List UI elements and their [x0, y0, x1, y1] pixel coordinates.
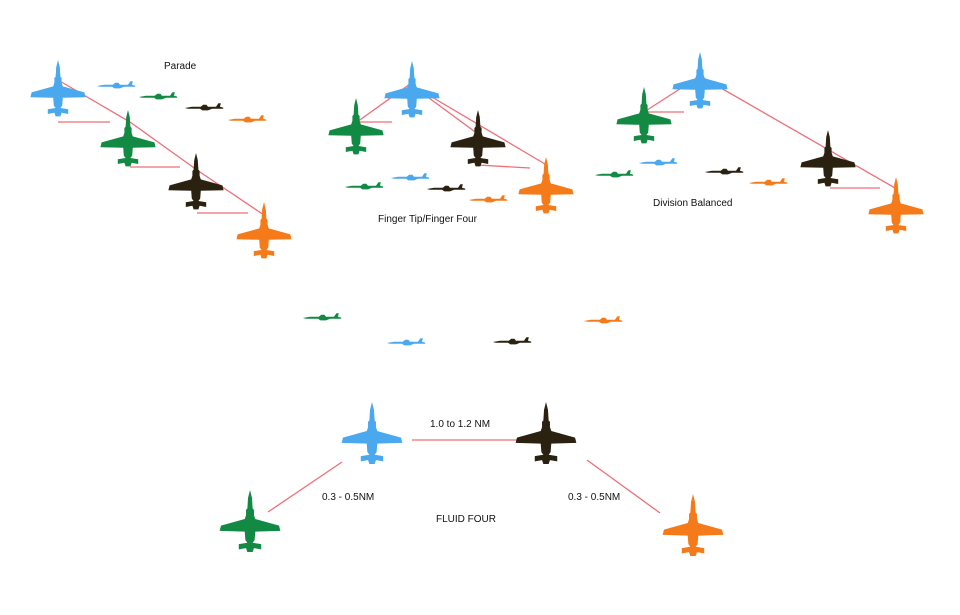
parade-element-wing-jet-icon: [236, 202, 292, 259]
finger-tip-side-view-jet-icon: [426, 184, 466, 192]
parade-side-view-jet-icon: [96, 81, 136, 89]
parade-connector: [57, 79, 131, 123]
fluid-four-side-view-jet-icon: [386, 338, 426, 346]
fluid-four-connector: [586, 459, 661, 514]
division-lead-jet-icon: [672, 52, 728, 109]
parade-side-view-jet-icon: [227, 115, 267, 123]
division-side-view-jet-icon: [594, 170, 634, 178]
parade-connector: [129, 121, 198, 171]
fluid-four-side-view-jet-icon: [492, 337, 532, 345]
finger-tip-side-view-jet-icon: [344, 182, 384, 190]
fluid-four-element-wing-jet-icon: [662, 494, 724, 557]
division-wing-jet-icon: [616, 87, 672, 144]
finger-tip-side-view-jet-icon: [390, 173, 430, 181]
spacing-right-wing-label: 0.3 - 0.5NM: [568, 492, 621, 503]
parade-side-view-jet-icon: [138, 92, 178, 100]
division-element-wing-jet-icon: [868, 177, 924, 234]
fluid-four-lead-jet-icon: [341, 402, 403, 465]
finger-tip-label: Finger Tip/Finger Four: [378, 214, 477, 225]
division-balanced-label: Division Balanced: [653, 198, 733, 209]
parade-connector: [196, 169, 265, 216]
division-side-view-jet-icon: [638, 158, 678, 166]
finger-tip-element-lead-jet-icon: [450, 110, 506, 167]
parade-element-lead-jet-icon: [168, 153, 224, 210]
division-side-view-jet-icon: [704, 167, 744, 175]
parade-label: Parade: [164, 61, 197, 72]
fluid-four-label: FLUID FOUR: [436, 514, 496, 525]
spacing-lead-pair-label: 1.0 to 1.2 NM: [430, 419, 491, 430]
finger-tip-connector: [477, 164, 531, 169]
division-side-view-jet-icon: [748, 178, 788, 186]
finger-tip-lead-jet-icon: [384, 61, 440, 118]
finger-tip-side-view-jet-icon: [468, 195, 508, 203]
fluid-four-connector: [267, 461, 343, 513]
parade-side-view-jet-icon: [184, 103, 224, 111]
fluid-four-element-lead-jet-icon: [515, 402, 577, 465]
spacing-left-wing-label: 0.3 - 0.5NM: [322, 492, 375, 503]
parade-wing-jet-icon: [100, 110, 156, 167]
division-connector: [699, 75, 896, 189]
finger-tip-wing-jet-icon: [328, 98, 384, 155]
parade-lead-jet-icon: [30, 60, 86, 117]
fluid-four-side-view-jet-icon: [302, 313, 342, 321]
finger-tip-element-wing-jet-icon: [518, 157, 574, 214]
fluid-four-wing-jet-icon: [219, 490, 281, 553]
fluid-four-side-view-jet-icon: [583, 316, 623, 324]
